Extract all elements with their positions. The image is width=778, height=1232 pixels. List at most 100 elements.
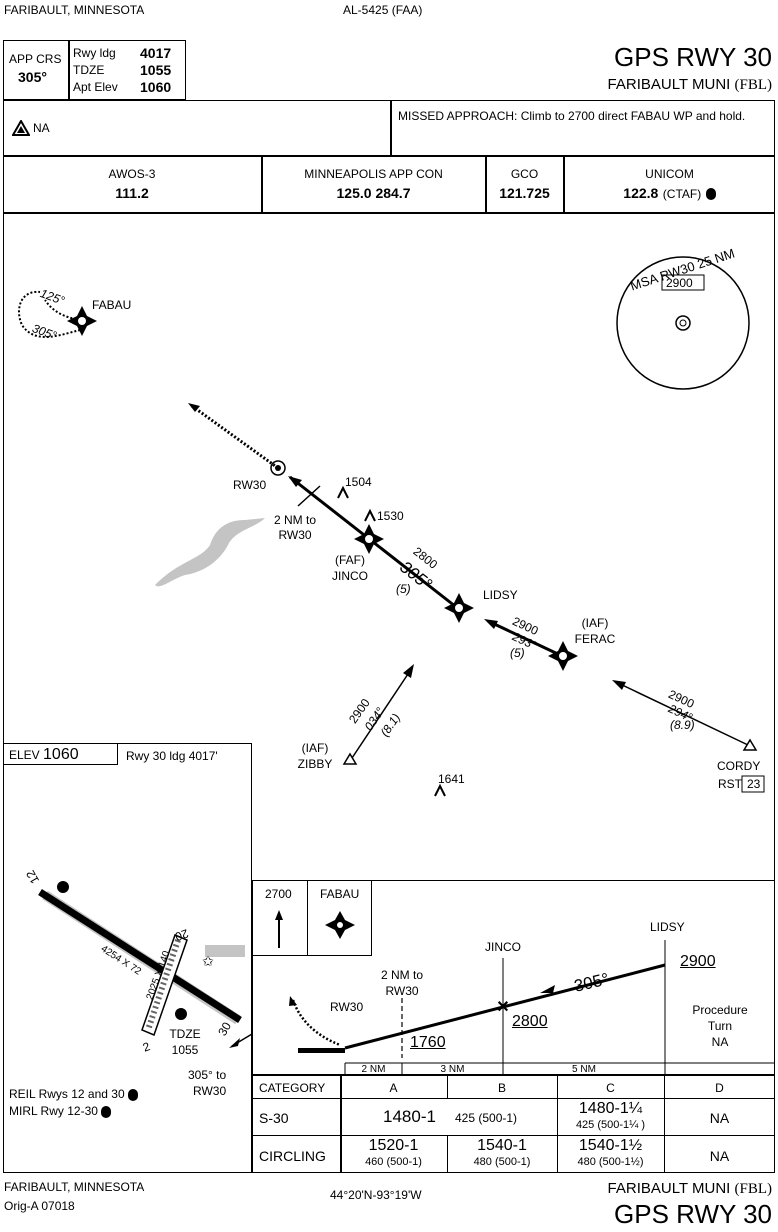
circ-b-mda: 1540-1 [477,1137,527,1154]
apt-elev-label: Apt Elev [73,80,118,94]
profile-lidsy: LIDSY [650,920,685,934]
obstacle-1504: 1504 [345,475,372,489]
comm-awos-freq: 111.2 [115,185,149,201]
msa-altitude: 2900 [666,276,693,290]
two-nm-label: 2 NM to [273,513,316,527]
cordy-fix-icon [742,738,758,751]
footer-orig: Orig-A 07018 [4,1199,75,1213]
missed-approach-path [191,404,279,470]
takeoff-na: NA [33,121,50,135]
circ-d: NA [709,1148,730,1164]
tdze-label: TDZE [73,63,105,77]
s30-c-sub: 425 (500-1¼ ) [575,1119,646,1131]
row-s30-label: S-30 [259,1110,289,1126]
s30-ab-mda: 1480-1 [383,1107,436,1126]
zibby-fix-icon [342,752,358,765]
cordy-distance: (8.9) [670,718,695,732]
pcl-icon [127,1088,138,1101]
zibby-iaf: (IAF) [301,741,329,755]
glidepath-line [344,963,666,1050]
circ-b-sub: 480 (500-1) [473,1156,531,1168]
airport-tdze-value: 1055 [171,1043,199,1057]
app-crs-label: APP CRS [9,52,62,66]
comm-awos-name: AWOS-3 [108,167,156,181]
cordy-label: CORDY [717,759,761,773]
runway-profile-bar [298,1048,345,1053]
briefing-box [3,40,186,100]
obstacle-1641: 1641 [438,772,465,786]
comm-unicom-name: UNICOM [645,167,694,181]
th-d: D [715,1081,724,1095]
dist-5nm: 5 NM [572,1064,596,1075]
s30-ab-sub: 425 (500-1) [455,1111,518,1125]
minimums-table [252,1075,775,1173]
airport-name: FARIBAULT MUNI (FBL) [607,76,772,93]
obstacle-1504-icon [337,485,349,499]
zibby-label: ZIBBY [297,757,333,771]
th-b: B [497,1081,506,1095]
river-area [155,518,265,587]
jinco-label: JINCO [332,569,368,583]
msa-circle [616,256,750,390]
rst-label: RST [718,777,742,791]
rw30-fix-icon [270,460,286,476]
th-c: C [606,1081,615,1095]
footer-title: GPS RWY 30 [614,1199,772,1229]
crs-to-rw30-2: RW30 [193,1084,227,1098]
obstacle-1530-icon [364,508,376,522]
doc-id: AL-5425 (FAA) [343,3,423,17]
comm-gco-freq: 121.725 [499,185,550,201]
circ-a-sub: 460 (500-1) [365,1156,422,1168]
seg1-distance: (5) [396,582,411,596]
profile-stepdown: 1760 [410,1034,446,1051]
footer-airport: FARIBAULT MUNI (FBL) [607,1180,772,1197]
comm-gco-name: GCO [510,167,539,181]
dist-2nm: 2 NM [361,1064,386,1075]
chart-title: GPS RWY 30 [614,42,772,72]
svg-text:✕: ✕ [496,999,509,1016]
obstacle-1641-icon [434,783,446,797]
profile-jinco: JINCO [485,940,521,954]
profile-lidsy-altitude: 2900 [680,953,716,970]
circ-c-sub: 480 (500-1½) [577,1156,644,1168]
two-nm-label-2: RW30 [278,528,312,542]
airport-sketch [3,743,252,1173]
s30-c-mda: 1480-1¼ [578,1100,643,1117]
jinco-waypoint-icon [354,524,384,554]
apt-elev-value: 1060 [140,79,172,95]
rwy-ldg-label: Rwy ldg [73,46,116,60]
profile-two-nm: 2 NM to [380,968,423,982]
svg-text:✩: ✩ [202,953,214,969]
lidsy-label: LIDSY [483,588,518,602]
profile-two-nm-2: RW30 [385,984,419,998]
circ-a-mda: 1520-1 [368,1137,419,1154]
comms-row [3,156,775,213]
comm-app-name: MINNEAPOLIS APP CON [304,167,443,181]
runway-12-30 [38,889,242,1023]
th-category: CATEGORY [259,1081,326,1095]
s30-d: NA [709,1110,730,1126]
comm-app-freq: 125.0 284.7 [336,185,411,201]
ferac-iaf: (IAF) [581,616,609,630]
takeoff-warning-icon [12,120,30,136]
rw30-label: RW30 [233,478,267,492]
profile-jinco-altitude: 2800 [512,1013,548,1030]
pcl-icon [705,187,716,200]
seg2-distance: (5) [510,646,525,660]
crs-to-rw30: 305° to [188,1068,227,1082]
airport-rwy-ldg: Rwy 30 ldg 4017' [126,749,218,763]
rwy-ldg-value: 4017 [140,45,172,61]
tdze-value: 1055 [140,62,172,78]
profile-hold-altitude: 2700 [265,887,292,901]
proc-turn-3: NA [711,1035,729,1049]
ferac-waypoint-icon [548,641,578,671]
mirl-note: MIRL Rwy 12-30 [9,1104,112,1118]
app-crs-value: 305° [18,69,47,85]
profile-view [252,880,775,1075]
footer-coords: 44°20'N-93°19'W [330,1188,422,1202]
airport-tdze-label: TDZE [169,1027,201,1041]
missed-approach-text: MISSED APPROACH: Climb to 2700 direct FA… [398,109,746,123]
profile-hold-fix: FABAU [320,887,360,901]
